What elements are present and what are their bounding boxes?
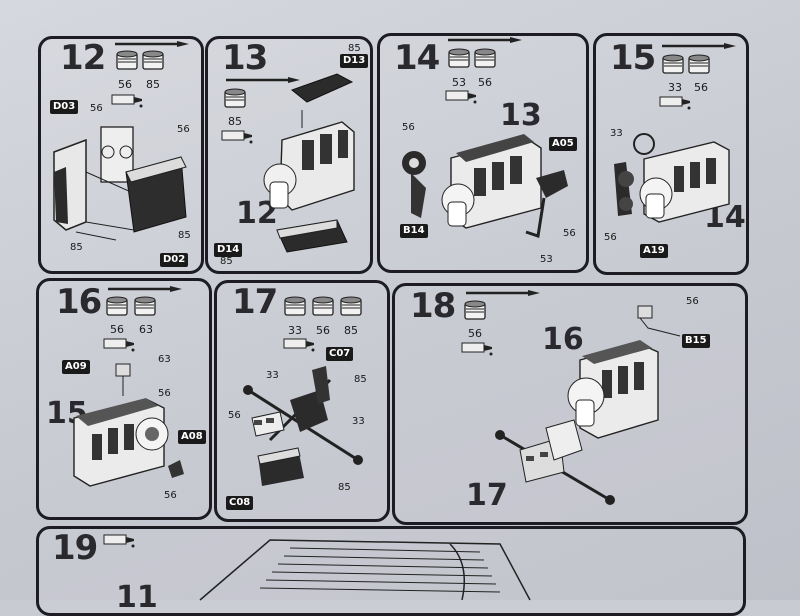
paint-code: 56 bbox=[468, 327, 482, 340]
paint-pot-icon bbox=[224, 88, 246, 108]
step-15-number: 15 bbox=[610, 38, 656, 78]
paint-pot-icon bbox=[662, 54, 684, 74]
paint-code: 56 bbox=[110, 323, 124, 336]
paint-callout: 85 bbox=[70, 242, 83, 253]
paint-callout: 85 bbox=[220, 256, 233, 267]
paint-code: 85 bbox=[228, 115, 242, 128]
paint-callout: 56 bbox=[604, 232, 617, 243]
step-17-number: 17 bbox=[232, 282, 278, 322]
paint-code: 56 bbox=[694, 81, 708, 94]
paint-callout: 56 bbox=[90, 103, 103, 114]
step-16-panel bbox=[36, 278, 212, 520]
paint-pot-icon bbox=[134, 296, 156, 316]
part-tag: A08 bbox=[178, 430, 206, 444]
paint-callout: 33 bbox=[266, 370, 279, 381]
step-12-number: 12 bbox=[60, 38, 106, 78]
paint-pot-icon bbox=[688, 54, 710, 74]
step-16-number: 16 bbox=[56, 282, 102, 322]
paint-pot-icon bbox=[464, 300, 486, 320]
paint-pot-icon bbox=[312, 296, 334, 316]
glue-tube-icon bbox=[659, 96, 691, 110]
engine-head-illustration bbox=[263, 73, 355, 253]
glue-tube-icon bbox=[283, 338, 315, 352]
paint-callout: 63 bbox=[158, 354, 171, 365]
paintbrush-icon bbox=[108, 286, 182, 292]
paint-callout: 56 bbox=[164, 490, 177, 501]
paint-code: 63 bbox=[139, 323, 153, 336]
glue-tube-icon bbox=[461, 342, 493, 356]
step-18-number: 18 bbox=[410, 286, 456, 326]
paintbrush-icon bbox=[662, 43, 736, 49]
step-14-number: 14 bbox=[394, 38, 440, 78]
paintbrush-icon bbox=[226, 77, 300, 83]
paint-callout: 85 bbox=[348, 43, 361, 54]
paintbrush-icon bbox=[448, 37, 522, 43]
paint-callout: 56 bbox=[686, 296, 699, 307]
engine-pulley-illustration bbox=[614, 133, 730, 223]
paint-pot-icon bbox=[474, 48, 496, 68]
paint-pot-icon bbox=[106, 296, 128, 316]
subassembly-label: 16 bbox=[542, 322, 584, 357]
chassis-illustration bbox=[199, 539, 531, 601]
glue-tube-icon bbox=[111, 94, 143, 108]
part-tag: B14 bbox=[400, 224, 428, 238]
part-tag: C07 bbox=[326, 347, 354, 361]
subassembly-label: 13 bbox=[500, 98, 542, 133]
paint-code: 85 bbox=[344, 324, 358, 337]
engine-block-illustration bbox=[73, 363, 184, 487]
part-tag: B15 bbox=[682, 334, 710, 348]
paint-callout: 85 bbox=[178, 230, 191, 241]
part-tag: D02 bbox=[160, 253, 189, 267]
paint-pot-icon bbox=[284, 296, 306, 316]
paintbrush-icon bbox=[466, 290, 540, 296]
paint-callout: 56 bbox=[402, 122, 415, 133]
glue-tube-icon bbox=[103, 338, 135, 352]
part-tag: D03 bbox=[50, 100, 79, 114]
step-19-number: 19 bbox=[52, 528, 98, 568]
paintbrush-icon bbox=[115, 41, 189, 47]
subassembly-label: 11 bbox=[116, 580, 158, 615]
paint-code: 56 bbox=[316, 324, 330, 337]
paint-callout: 56 bbox=[563, 228, 576, 239]
paint-code: 56 bbox=[118, 78, 132, 91]
step-13-number: 13 bbox=[222, 38, 268, 78]
transmission-mount-illustration bbox=[243, 366, 363, 486]
engine-block-illustration bbox=[53, 126, 187, 241]
paint-callout: 56 bbox=[158, 388, 171, 399]
glue-tube-icon bbox=[103, 534, 135, 548]
paint-callout: 53 bbox=[540, 254, 553, 265]
part-tag: A19 bbox=[640, 244, 668, 258]
paint-code: 85 bbox=[146, 78, 160, 91]
part-tag: D13 bbox=[340, 54, 369, 68]
paint-pot-icon bbox=[142, 50, 164, 70]
paint-callout: 56 bbox=[228, 410, 241, 421]
glue-tube-icon bbox=[221, 130, 253, 144]
paint-callout: 33 bbox=[352, 416, 365, 427]
subassembly-label: 17 bbox=[466, 478, 508, 513]
paint-callout: 56 bbox=[177, 124, 190, 135]
paint-code: 56 bbox=[478, 76, 492, 89]
paint-callout: 85 bbox=[354, 374, 367, 385]
paint-callout: 33 bbox=[610, 128, 623, 139]
paint-pot-icon bbox=[340, 296, 362, 316]
part-tag: D14 bbox=[214, 243, 243, 257]
paint-code: 33 bbox=[288, 324, 302, 337]
part-tag: A09 bbox=[62, 360, 90, 374]
paint-pot-icon bbox=[116, 50, 138, 70]
paint-code: 53 bbox=[452, 76, 466, 89]
paint-code: 33 bbox=[668, 81, 682, 94]
engine-assembly-illustration bbox=[402, 134, 568, 238]
paint-pot-icon bbox=[448, 48, 470, 68]
paint-callout: 85 bbox=[338, 482, 351, 493]
part-tag: C08 bbox=[226, 496, 254, 510]
engine-transmission-illustration bbox=[495, 305, 681, 505]
glue-tube-icon bbox=[445, 90, 477, 104]
part-tag: A05 bbox=[549, 137, 577, 151]
